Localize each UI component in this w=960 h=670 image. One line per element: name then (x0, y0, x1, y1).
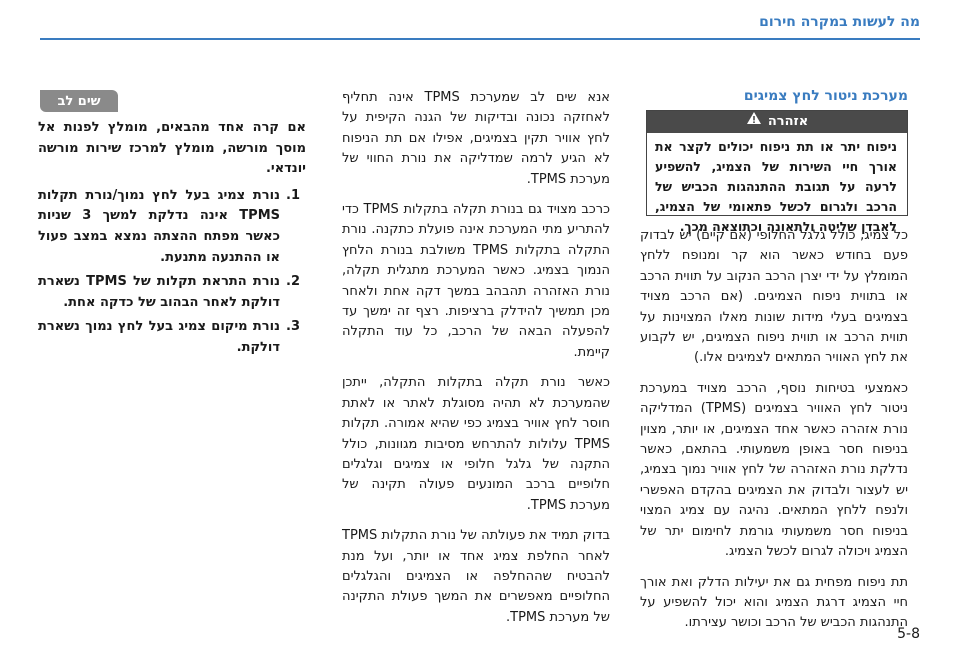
warning-triangle-icon (746, 111, 762, 132)
section-title: מה לעשות במקרה חירום (759, 14, 920, 30)
list-item: 3. נורת מיקום צמיג בעל לחץ נמוך נשארת דו… (38, 317, 306, 358)
list-item-number: 1. (286, 187, 300, 203)
warning-header: אזהרה (647, 111, 907, 133)
list-item: 2. נורת התראת תקלות של TPMS נשארת דולקת … (38, 272, 306, 313)
paragraph: כל צמיג, כולל גלגל החלופי (אם קיים) יש ל… (640, 228, 908, 366)
title-rule (40, 38, 920, 40)
warning-box: אזהרה ניפוח יתר או תת ניפוח יכולים לקצר … (646, 110, 908, 234)
warning-text: ניפוח יתר או תת ניפוח יכולים לקצר את אור… (655, 139, 897, 234)
list-item-text: נורת צמיג בעל לחץ נמוך/נורת תקלות TPMS א… (38, 187, 280, 265)
middle-column: אנא שים לב שמערכת TPMS אינה תחליף לאחזקה… (342, 88, 610, 638)
page-number: 5-8 (897, 626, 920, 642)
left-column: אם קרה אחד מהבאים, מומלץ לפנות אל מוסך מ… (38, 94, 306, 363)
paragraph: כאמצעי בטיחות נוסף, הרכב מצויד במערכת ני… (640, 380, 908, 560)
paragraph: אנא שים לב שמערכת TPMS אינה תחליף לאחזקה… (342, 90, 610, 187)
note-list: 1. נורת צמיג בעל לחץ נמוך/נורת תקלות TPM… (38, 186, 306, 359)
right-paragraphs: כל צמיג, כולל גלגל החלופי (אם קיים) יש ל… (640, 226, 908, 644)
list-item-number: 3. (286, 319, 300, 335)
paragraph: כרכב מצויד גם בנורת תקלה בתקלות TPMS כדי… (342, 202, 610, 360)
paragraph: תת ניפוח מפחית גם את יעילות הדלק ואת אור… (640, 574, 908, 631)
note-intro: אם קרה אחד מהבאים, מומלץ לפנות אל מוסך מ… (38, 120, 306, 177)
list-item-text: נורת התראת תקלות של TPMS נשארת דולקת לאח… (38, 274, 280, 310)
list-item-text: נורת מיקום צמיג בעל לחץ נמוך נשארת דולקת… (38, 319, 280, 355)
list-item: 1. נורת צמיג בעל לחץ נמוך/נורת תקלות TPM… (38, 186, 306, 268)
list-item-number: 2. (286, 274, 300, 290)
subheading-tpms: מערכת ניטור לחץ צמיגים (743, 88, 908, 104)
paragraph: בדוק תמיד את פעולתה של נורת התקלות TPMS … (342, 528, 610, 625)
note-badge: שים לב (40, 90, 118, 112)
paragraph: כאשר נורת תקלה בתקלות התקלה, ייתכן שהמער… (342, 375, 610, 513)
warning-label: אזהרה (767, 113, 809, 129)
